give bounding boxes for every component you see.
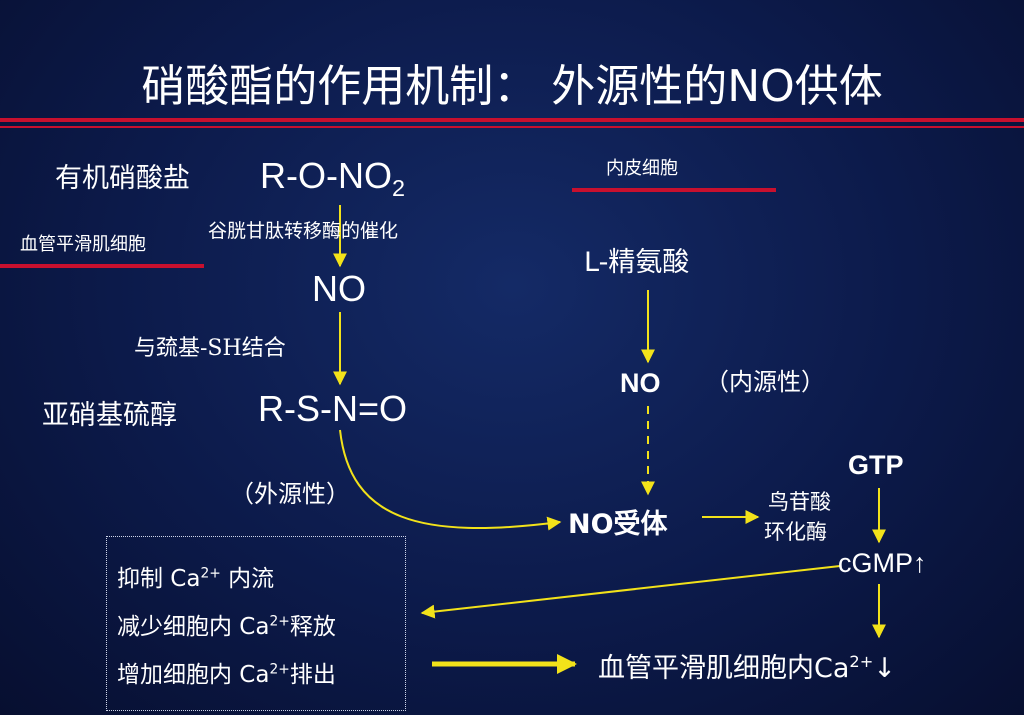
no-label-left: NO: [312, 268, 366, 309]
nitrosothiol-label: 亚硝基硫醇: [42, 400, 177, 431]
exogenous-label: （外源性）: [230, 480, 350, 508]
effect1-text-b: 内流: [220, 566, 275, 592]
formula-subscript: 2: [391, 175, 405, 202]
vsm-cell-label: 血管平滑肌细胞: [20, 234, 146, 255]
effect3-text-a: 增加细胞内 Ca: [117, 662, 270, 688]
organic-nitrate-label: 有机硝酸盐: [55, 163, 190, 194]
title-divider: [0, 118, 1024, 122]
catalysis-label: 谷胱甘肽转移酶的催化: [208, 220, 399, 242]
arrow-rsno-to-receptor: [339, 429, 562, 531]
endothelial-cell-underline: [572, 188, 776, 192]
arrow-cgmp-to-effects: [420, 565, 841, 619]
formula-r-o-no2: R-O-NO2: [260, 155, 405, 202]
final-ca-text: 血管平滑肌细胞内Ca: [598, 653, 850, 684]
final-ca-sup: 2+: [849, 652, 874, 671]
effect3-sup: 2+: [269, 661, 290, 678]
formula-r-o-no2-text: R-O-NO: [260, 155, 392, 196]
effect2-text-b: 释放: [289, 614, 336, 640]
formula-rsno: R-S-N=O: [258, 388, 408, 429]
effect2-sup: 2+: [269, 613, 290, 630]
final-ca-arrow: ↓: [873, 653, 896, 684]
effect1-text-a: 抑制 Ca: [117, 566, 201, 592]
effect3-text-b: 排出: [289, 662, 336, 688]
no-label-right: NO: [620, 368, 661, 398]
title-divider-thin: [0, 126, 1024, 128]
cgmp-label: cGMP↑: [838, 548, 927, 578]
guanylate-cyclase-line1: 鸟苷酸: [768, 490, 831, 514]
effect2-text-a: 减少细胞内 Ca: [117, 614, 270, 640]
no-receptor-label: NO受体: [568, 509, 668, 540]
effect1-sup: 2+: [200, 565, 221, 582]
endothelial-cell-label: 内皮细胞: [606, 158, 678, 179]
guanylate-cyclase-line2: 环化酶: [764, 520, 827, 544]
effect-inhibit-influx: 抑制 Ca2+ 内流: [117, 559, 274, 593]
effect-reduce-release: 减少细胞内 Ca2+释放: [117, 607, 336, 641]
gtp-label: GTP: [848, 450, 904, 480]
sh-binding-label: 与巯基-SH结合: [134, 336, 286, 361]
effects-box: 抑制 Ca2+ 内流 减少细胞内 Ca2+释放 增加细胞内 Ca2+排出: [106, 536, 406, 711]
effect-increase-efflux: 增加细胞内 Ca2+排出: [117, 655, 336, 689]
vsm-cell-underline: [0, 264, 204, 268]
final-ca-decrease: 血管平滑肌细胞内Ca2+↓: [598, 646, 896, 685]
page-title: 硝酸酯的作用机制： 外源性的NO供体: [141, 61, 883, 112]
endogenous-label: （内源性）: [705, 368, 825, 396]
l-arginine-label: L-精氨酸: [584, 247, 690, 278]
